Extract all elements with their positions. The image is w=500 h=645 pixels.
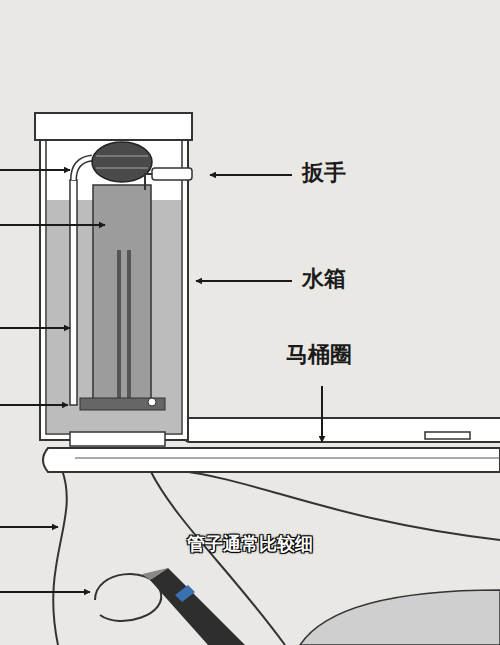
valve-rod xyxy=(117,250,121,400)
float-ball xyxy=(92,142,152,182)
bowl-rim xyxy=(43,448,500,472)
part-label: 扳手 xyxy=(302,160,346,186)
leader-arrow xyxy=(196,280,292,282)
part-label: 水箱 xyxy=(302,266,346,292)
leader-arrow xyxy=(210,174,292,176)
flush-handle xyxy=(152,168,192,180)
pen-tip xyxy=(142,568,168,580)
tank-flange xyxy=(70,432,165,446)
leader-arrow xyxy=(0,404,68,406)
leader-arrow xyxy=(321,386,323,442)
bowl-outline xyxy=(150,470,285,645)
leader-arrow xyxy=(0,526,58,528)
toilet-seat xyxy=(185,418,500,442)
part-label: 马桶圈 xyxy=(286,342,352,368)
leader-arrow xyxy=(0,327,70,329)
pen-band xyxy=(175,585,195,602)
tank-wall xyxy=(46,140,182,434)
refill-tube xyxy=(74,158,93,180)
tank-lid xyxy=(35,113,192,140)
overflow-tube xyxy=(70,180,77,405)
float-ridge xyxy=(96,155,148,157)
leader-arrow xyxy=(0,591,90,593)
leader-arrow xyxy=(0,169,70,171)
bowl-outline xyxy=(175,470,500,540)
video-subtitle: 管子通常比较细 xyxy=(187,533,313,555)
handle-lever xyxy=(145,174,152,190)
pen xyxy=(150,568,245,645)
fill-valve xyxy=(93,185,151,405)
bowl-water xyxy=(300,590,500,645)
rim-line xyxy=(75,458,500,459)
refill-tube xyxy=(74,158,93,180)
leader-arrow xyxy=(0,224,105,226)
bowl-outline xyxy=(53,470,67,645)
float-ridge xyxy=(96,167,148,169)
valve-pin xyxy=(148,398,156,406)
seat-hinge xyxy=(425,432,470,439)
valve-rod xyxy=(127,250,131,400)
tank-body xyxy=(40,140,188,440)
flush-valve-base xyxy=(80,398,165,410)
